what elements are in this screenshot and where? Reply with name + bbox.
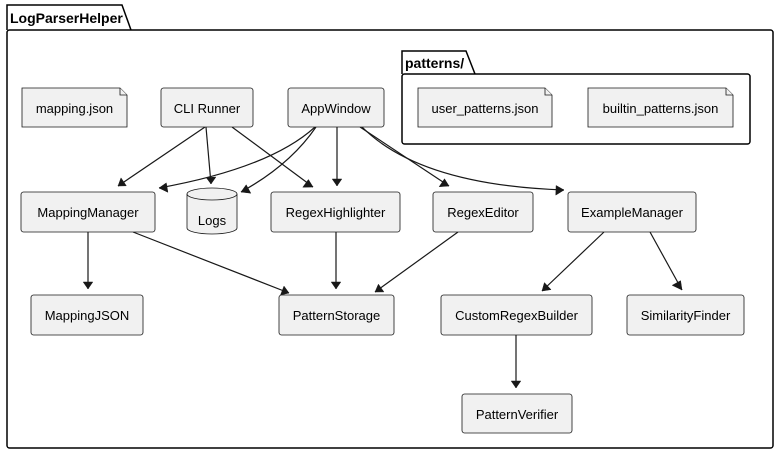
edges: [87, 126, 683, 388]
node-custom-regex-builder[interactable]: CustomRegexBuilder: [440, 294, 593, 336]
svg-text:SimilarityFinder: SimilarityFinder: [641, 308, 731, 323]
package-body: [6, 29, 774, 449]
node-logs-database[interactable]: Logs: [186, 187, 238, 235]
arrowheads: [82, 176, 683, 389]
nodes: mapping.json user_patterns.json builtin_…: [20, 87, 745, 434]
package-tab: [6, 4, 132, 31]
svg-text:RegexEditor: RegexEditor: [447, 205, 519, 220]
subpackage-body: [401, 73, 751, 145]
node-mapping-manager[interactable]: MappingManager: [20, 191, 156, 233]
node-app-window[interactable]: AppWindow: [287, 87, 385, 128]
edge-examplemanager-similarityfinder: [649, 231, 683, 291]
edge-app-logs: [240, 126, 317, 193]
arrowhead-examplemanager-similarityfinder: [671, 280, 683, 291]
package-patterns: patterns/: [401, 50, 751, 145]
arrowhead-app-logs: [240, 184, 252, 194]
svg-text:builtin_patterns.json: builtin_patterns.json: [603, 101, 719, 116]
edge-examplemanager-customregexbuilder: [541, 231, 605, 292]
arrowhead-app-mappingmanager: [158, 182, 169, 193]
node-similarity-finder[interactable]: SimilarityFinder: [626, 294, 745, 336]
arrowhead-app-examplemanager: [555, 185, 565, 196]
edge-cli-mappingmanager: [117, 126, 206, 187]
arrowhead-mappingmanager-patternstorage: [280, 285, 290, 296]
svg-text:user_patterns.json: user_patterns.json: [432, 101, 539, 116]
node-cli-runner[interactable]: CLI Runner: [160, 87, 254, 128]
svg-text:mapping.json: mapping.json: [36, 101, 113, 116]
svg-text:PatternStorage: PatternStorage: [293, 308, 380, 323]
arrowhead-examplemanager-customregexbuilder: [541, 282, 552, 292]
node-mapping-json-file[interactable]: mapping.json: [21, 87, 128, 128]
svg-text:RegexHighlighter: RegexHighlighter: [286, 205, 386, 220]
arrowhead-cli-mappingmanager: [117, 177, 127, 187]
svg-text:MappingManager: MappingManager: [37, 205, 139, 220]
node-regex-editor[interactable]: RegexEditor: [432, 191, 534, 233]
arrowhead-cli-logs: [205, 176, 217, 185]
edge-regexeditor-patternstorage: [374, 231, 459, 293]
arrowhead-mappingmanager-mappingjson: [82, 281, 94, 290]
svg-text:ExampleManager: ExampleManager: [581, 205, 684, 220]
edge-cli-logs: [205, 126, 212, 185]
arrowhead-regexeditor-patternstorage: [374, 283, 385, 293]
svg-text:AppWindow: AppWindow: [301, 101, 371, 116]
arrowhead-regexhighlighter-patternstorage: [330, 281, 342, 290]
node-builtin-patterns-file[interactable]: builtin_patterns.json: [587, 87, 734, 128]
arrowhead-customregexbuilder-patternverifier: [510, 380, 522, 389]
arrowhead-app-regexhighlighter: [331, 178, 343, 187]
svg-text:PatternVerifier: PatternVerifier: [476, 407, 559, 422]
edge-mappingmanager-patternstorage: [132, 231, 290, 294]
node-regex-highlighter[interactable]: RegexHighlighter: [270, 191, 401, 233]
package-title: LogParserHelper: [10, 10, 123, 26]
edge-cli-regexhighlighter: [231, 126, 314, 188]
node-mapping-json[interactable]: MappingJSON: [30, 294, 144, 336]
edge-app-mappingmanager: [158, 126, 316, 189]
package-logparserhelper: LogParserHelper: [6, 4, 774, 449]
node-pattern-storage[interactable]: PatternStorage: [278, 294, 395, 336]
svg-text:Logs: Logs: [198, 213, 227, 228]
node-pattern-verifier[interactable]: PatternVerifier: [461, 393, 573, 434]
arrowhead-app-regexeditor: [438, 178, 450, 187]
subpackage-tab: [401, 50, 476, 75]
arrowhead-cli-regexhighlighter: [302, 179, 314, 188]
node-user-patterns-file[interactable]: user_patterns.json: [417, 87, 553, 128]
edge-app-examplemanager: [361, 126, 565, 191]
subpackage-title: patterns/: [405, 55, 464, 71]
svg-text:MappingJSON: MappingJSON: [45, 308, 130, 323]
svg-text:CustomRegexBuilder: CustomRegexBuilder: [455, 308, 579, 323]
svg-text:CLI Runner: CLI Runner: [174, 101, 241, 116]
node-example-manager[interactable]: ExampleManager: [567, 191, 697, 233]
